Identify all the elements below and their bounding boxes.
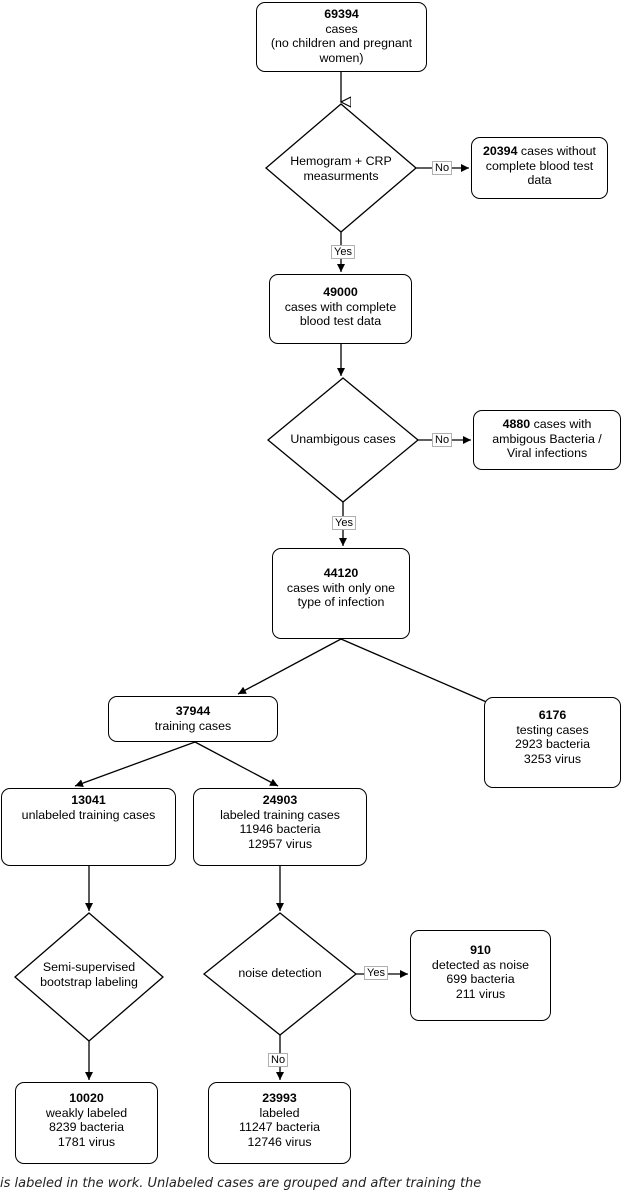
node-weak-line: 8239 bacteria [48, 1120, 125, 1135]
node-clean-labeled: 23993 labeled 11247 bacteria 12746 virus [208, 1082, 351, 1164]
edge-label-no: No [432, 161, 453, 175]
node-training-line: training cases [154, 718, 232, 733]
node-testing-cases: 6176 testing cases 2923 bacteria 3253 vi… [484, 697, 621, 788]
node-complete-cases: 49000 cases with complete blood test dat… [269, 274, 412, 344]
node-incomplete-rest: cases without [517, 144, 596, 158]
edge-label-yes: Yes [331, 245, 355, 259]
node-weak-number: 10020 [69, 1091, 104, 1105]
decision-hemogram-line: Hemogram + CRP [290, 154, 392, 168]
node-weak-line: weakly labeled [45, 1105, 128, 1120]
node-single-infection-cases: 44120 cases with only one type of infect… [272, 548, 410, 639]
node-noise-line: 699 bacteria [446, 972, 515, 987]
node-total-line: (no children and pregnant [270, 36, 413, 51]
node-ambiguous-rest: cases with [530, 417, 592, 431]
edge-single-to-testing [340, 638, 506, 711]
edge-training-to-labeled [194, 741, 279, 787]
node-clean-line: 12746 virus [247, 1134, 312, 1149]
node-single-line: type of infection [297, 595, 385, 610]
node-incomplete-cases: 20394 cases without complete blood test … [471, 137, 608, 199]
decision-unambiguous-line: Unambigous cases [290, 432, 396, 446]
node-ambiguous-line: Viral infections [506, 446, 588, 461]
node-labeled-line: 12957 virus [247, 836, 313, 851]
node-single-line: cases with only one [286, 580, 396, 595]
edge-label-yes: Yes [332, 516, 356, 530]
node-complete-number: 49000 [323, 285, 358, 299]
edge-label-yes: Yes [364, 966, 388, 980]
node-weak-line: 1781 virus [57, 1134, 116, 1149]
node-noise-line: detected as noise [431, 957, 530, 972]
decision-semi-line: Semi-supervised [42, 960, 136, 974]
node-single-number: 44120 [323, 566, 359, 580]
node-testing-line: 2923 bacteria [514, 737, 591, 752]
node-complete-line: cases with complete [284, 299, 397, 314]
node-clean-number: 23993 [262, 1091, 297, 1105]
figure-caption: is labeled in the work. Unlabeled cases … [0, 1176, 482, 1191]
decision-semi-line: bootstrap labeling [40, 974, 138, 989]
node-total-number: 69394 [324, 7, 359, 21]
node-unlabeled-training: 13041 unlabeled training cases [1, 788, 176, 866]
node-noise-number: 910 [470, 943, 491, 957]
node-labeled-line: labeled training cases [220, 807, 340, 822]
node-testing-line: 3253 virus [523, 751, 582, 766]
node-incomplete-line: complete blood test [485, 158, 594, 173]
node-weakly-labeled: 10020 weakly labeled 8239 bacteria 1781 … [15, 1082, 158, 1164]
node-training-number: 37944 [175, 704, 211, 718]
node-total-cases: 69394 cases (no children and pregnant wo… [256, 2, 427, 72]
node-unlabeled-number: 13041 [71, 793, 106, 807]
node-total-line: cases [325, 21, 358, 36]
node-labeled-training: 24903 labeled training cases 11946 bacte… [193, 788, 367, 866]
decision-semi-text: Semi-supervised bootstrap labeling [19, 960, 159, 989]
node-clean-line: labeled [259, 1105, 300, 1120]
node-incomplete-line: data [527, 173, 552, 188]
edge-label-no: No [268, 1053, 289, 1067]
edge-label-no: No [432, 433, 453, 447]
decision-noisedet-line: noise detection [238, 966, 322, 980]
node-training-cases: 37944 training cases [108, 696, 278, 742]
node-labeled-number: 24903 [262, 793, 298, 807]
node-ambiguous-number: 4880 [502, 417, 531, 431]
edge-training-to-unlabeled [74, 741, 196, 788]
node-clean-line: 11247 bacteria [238, 1120, 321, 1135]
node-noise-detected: 910 detected as noise 699 bacteria 211 v… [410, 930, 551, 1021]
node-total-line: women) [319, 50, 364, 65]
decision-hemogram-line: measurments [303, 168, 379, 183]
node-ambiguous-line: ambigous Bacteria / [492, 431, 602, 446]
node-testing-number: 6176 [538, 708, 567, 722]
node-ambiguous-cases: 4880 cases with ambigous Bacteria / Vira… [473, 410, 621, 470]
node-incomplete-number: 20394 [483, 144, 518, 158]
node-complete-line: blood test data [299, 314, 382, 329]
decision-noisedet-text: noise detection [210, 966, 350, 981]
edge-single-to-training [237, 638, 342, 695]
decision-hemogram-text: Hemogram + CRP measurments [271, 154, 411, 183]
node-testing-line: testing cases [516, 722, 589, 737]
node-noise-line: 211 virus [455, 986, 506, 1001]
decision-unambiguous-text: Unambigous cases [273, 432, 413, 447]
node-unlabeled-line: unlabeled training cases [21, 807, 156, 822]
node-labeled-line: 11946 bacteria [239, 822, 321, 837]
